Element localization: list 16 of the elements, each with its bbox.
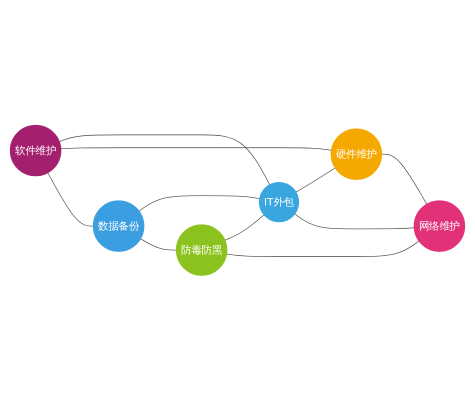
node-circle: 软件维护	[10, 124, 62, 176]
connector	[59, 134, 270, 185]
node-circle: 数据备份	[92, 200, 144, 252]
node-circle: 硬件维护	[330, 128, 382, 180]
node-circle: IT外包	[258, 182, 300, 222]
connector	[381, 154, 428, 204]
connector	[140, 238, 177, 250]
connector	[138, 195, 260, 212]
connector	[296, 167, 336, 192]
connector	[294, 213, 414, 229]
connector	[60, 147, 332, 150]
node-circle: 网络维护	[414, 200, 466, 252]
connector	[226, 240, 420, 256]
node-circle: 防毒防黑	[176, 224, 228, 276]
connector	[48, 172, 94, 226]
connector	[224, 214, 264, 240]
